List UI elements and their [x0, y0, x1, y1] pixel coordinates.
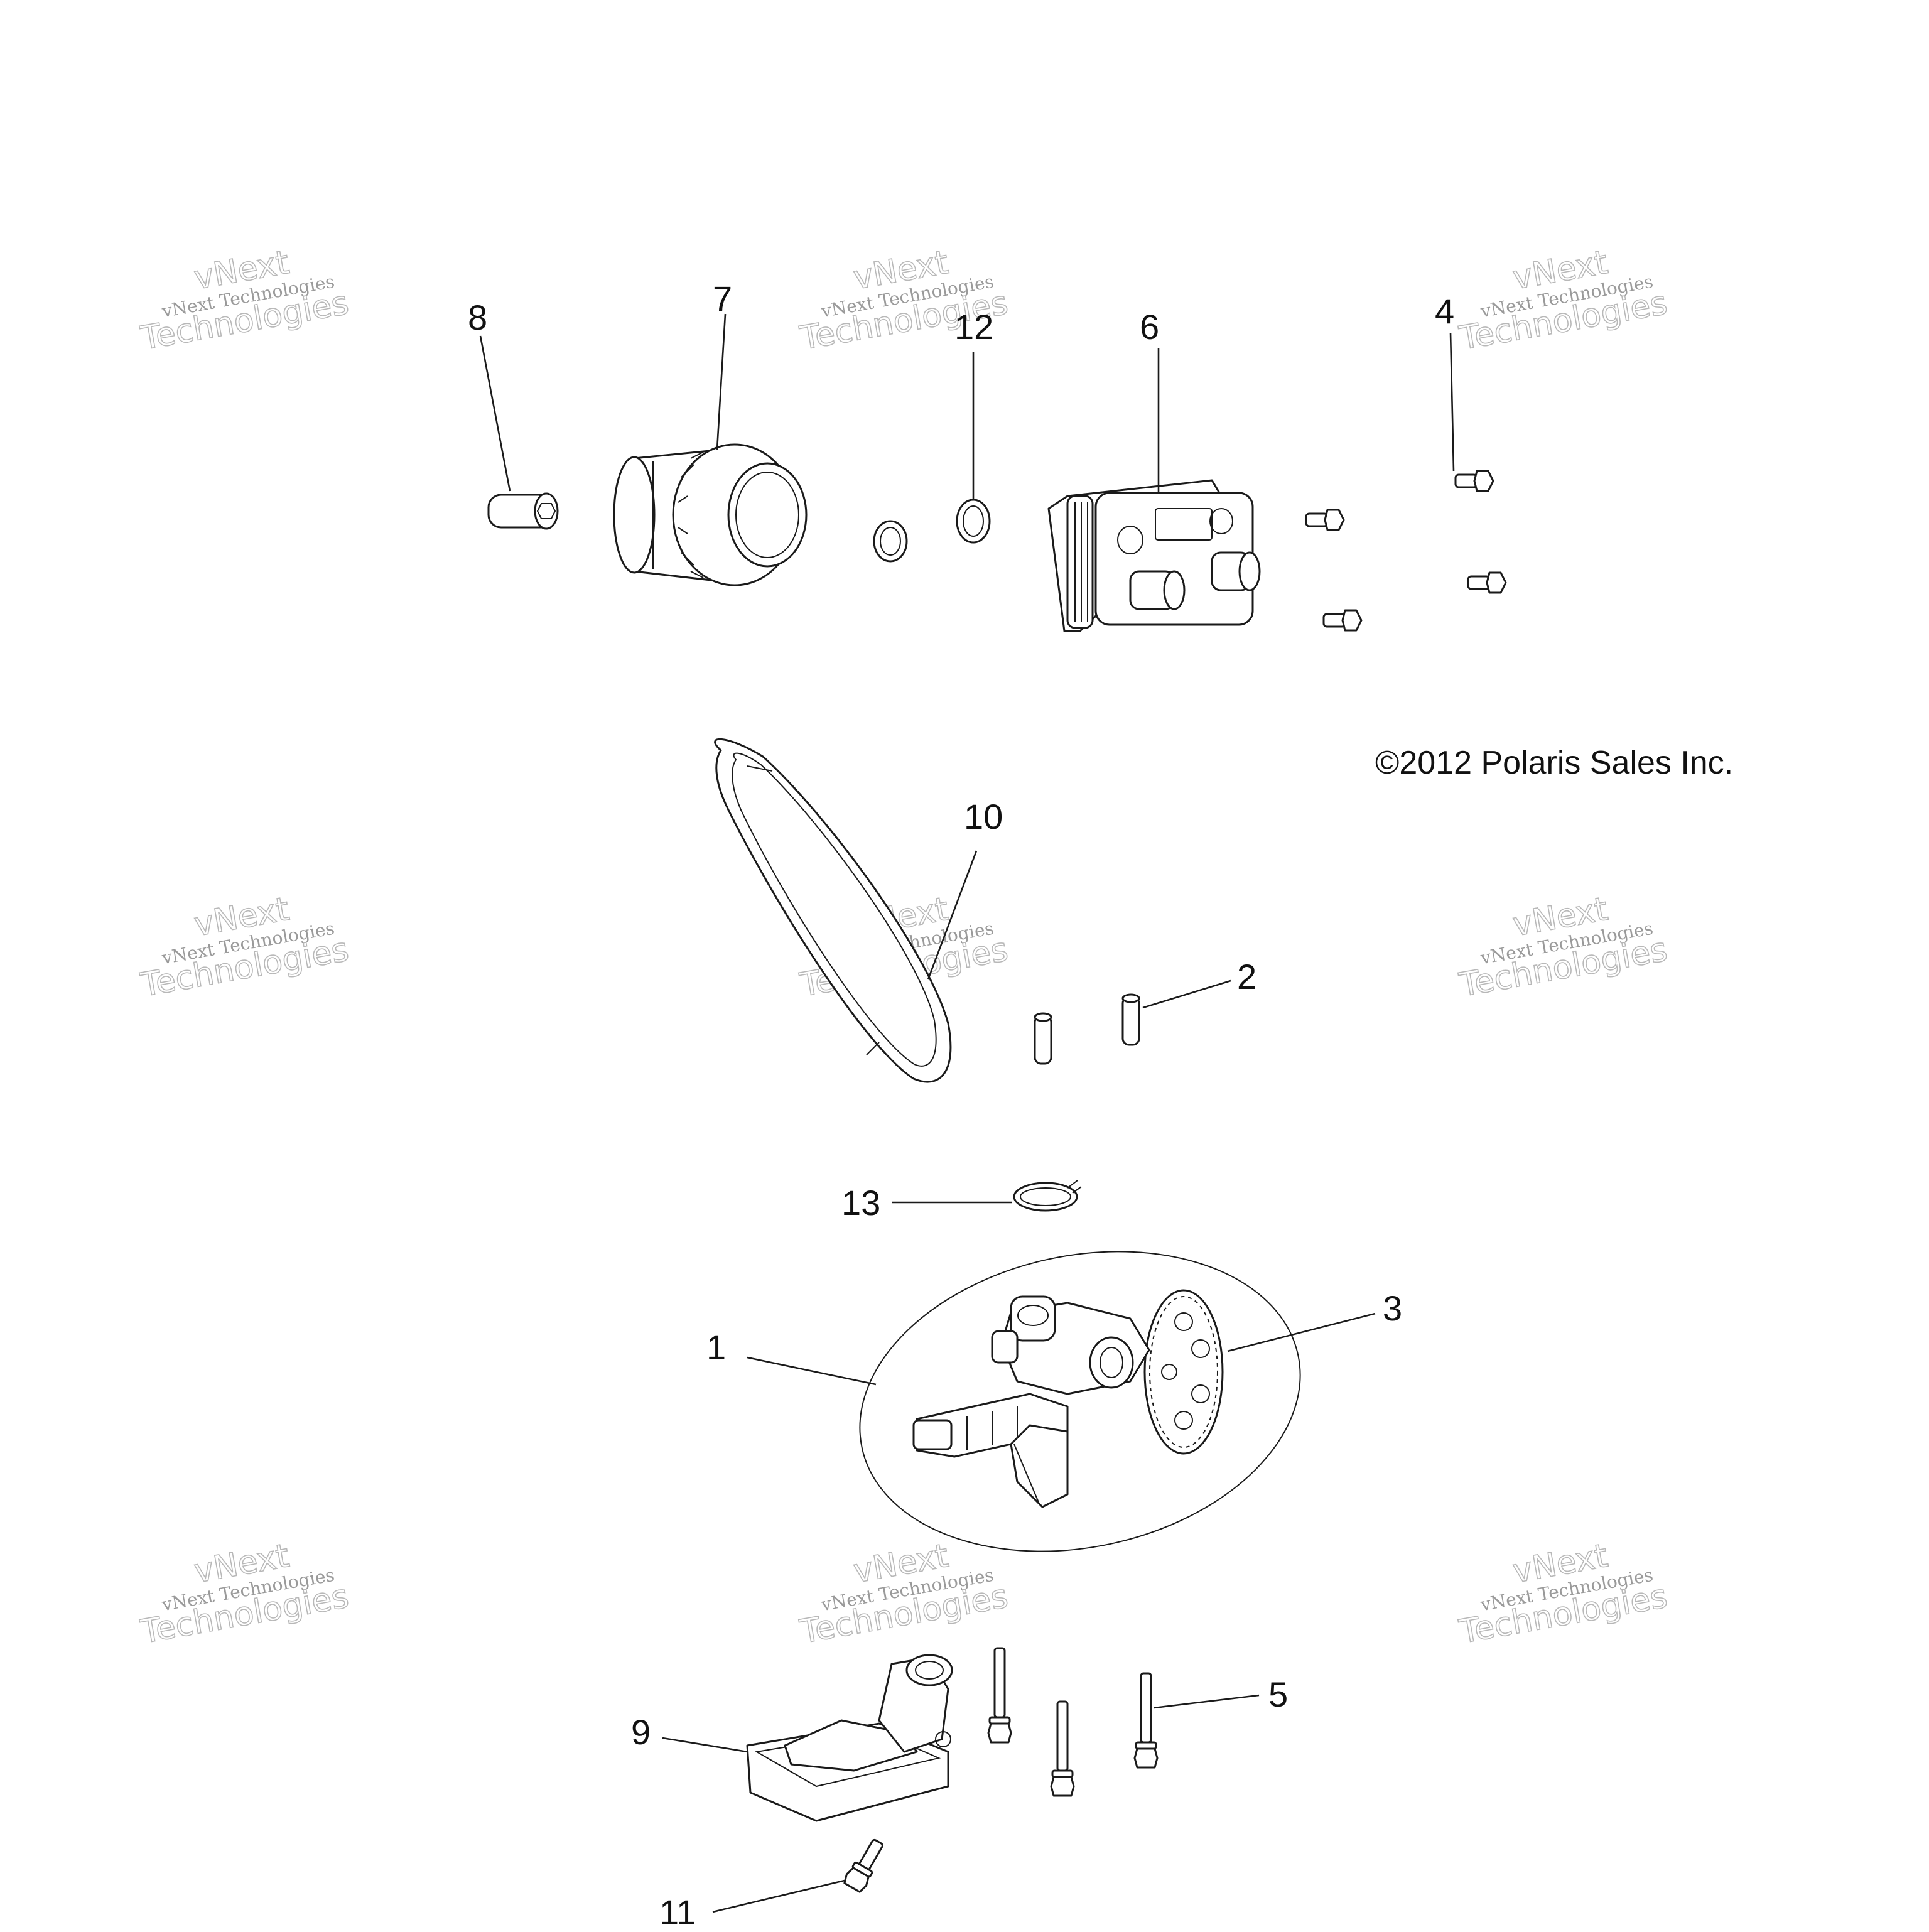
leader-10: [927, 850, 978, 980]
callout-12: 12: [954, 307, 993, 347]
callout-5: 5: [1268, 1675, 1288, 1714]
callout-3: 3: [1383, 1288, 1402, 1328]
callout-4: 4: [1435, 291, 1454, 331]
watermark-top-left: vNext vNext Technologies Technologies: [138, 243, 352, 358]
leader-1: [747, 1356, 877, 1386]
part-10-drive-belt: [714, 738, 952, 1083]
watermark-mid-left: vNext vNext Technologies Technologies: [138, 890, 352, 1005]
part-7-oil-filter: [613, 443, 808, 586]
callout-11: 11: [659, 1892, 696, 1929]
callout-6: 6: [1140, 307, 1159, 347]
callout-9: 9: [631, 1712, 651, 1752]
leader-8: [479, 335, 511, 492]
part-5-bolts: [987, 1647, 1159, 1797]
callout-10: 10: [964, 797, 1003, 836]
part-11-screw: [843, 1838, 883, 1893]
watermark-top-center: vNext vNext Technologies Technologies: [797, 243, 1012, 358]
callout-13: 13: [841, 1183, 880, 1222]
leader-3: [1227, 1312, 1376, 1352]
part-2-dowel-pins: [1034, 993, 1140, 1065]
callout-8: 8: [468, 298, 487, 337]
callout-7: 7: [713, 279, 732, 318]
part-13-clip-ring: [1013, 1180, 1082, 1212]
leader-5: [1154, 1694, 1260, 1709]
part-4-screws: [1305, 470, 1507, 632]
part-3-sprocket: [1143, 1289, 1224, 1455]
part-9-pickup-screen: [746, 1654, 953, 1822]
leader-11: [712, 1879, 845, 1913]
copyright-text: ©2012 Polaris Sales Inc.: [1375, 745, 1733, 781]
callout-1: 1: [706, 1327, 726, 1367]
watermark-bottom-left: vNext vNext Technologies Technologies: [138, 1536, 352, 1651]
watermark-bottom-center: vNext vNext Technologies Technologies: [797, 1536, 1012, 1651]
watermark-bottom-right: vNext vNext Technologies Technologies: [1456, 1536, 1671, 1651]
leader-2: [1142, 979, 1231, 1009]
part-12-o-rings: [873, 499, 991, 563]
leader-9: [662, 1737, 748, 1753]
callout-2: 2: [1237, 957, 1256, 996]
part-1-oil-pump-assembly: [859, 1251, 1301, 1552]
part-6-oil-cooler: [1047, 479, 1261, 632]
watermark-top-right: vNext vNext Technologies Technologies: [1456, 243, 1671, 358]
watermark-mid-right: vNext vNext Technologies Technologies: [1456, 890, 1671, 1005]
part-8-fitting: [487, 492, 559, 530]
leader-4: [1449, 332, 1455, 472]
leader-7: [716, 313, 727, 450]
